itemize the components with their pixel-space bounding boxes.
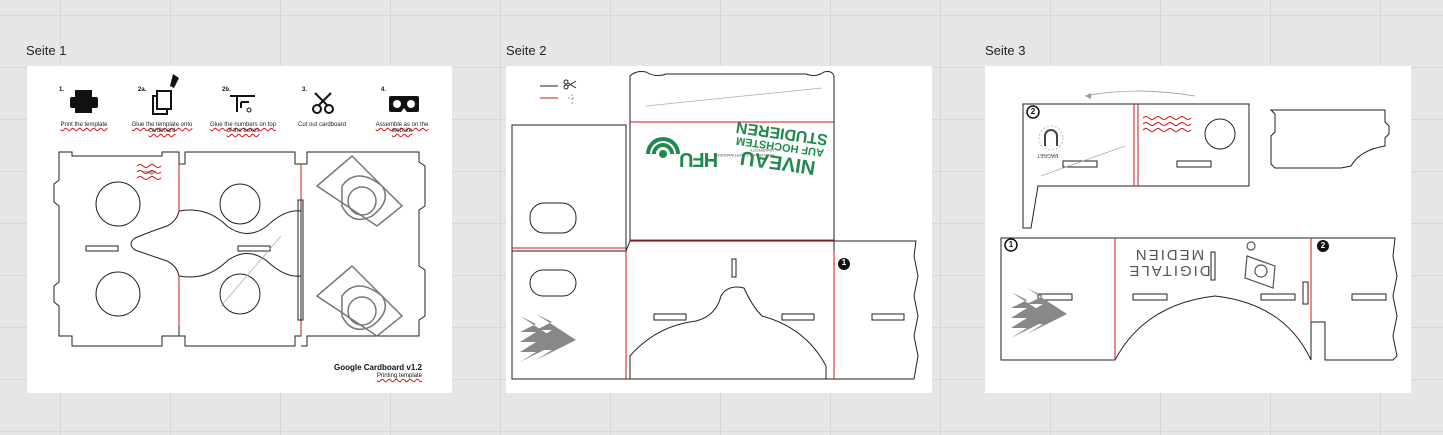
glue-marks [1142, 116, 1192, 132]
glue-template-icon [152, 74, 179, 115]
step-1-label: Print the template [60, 122, 108, 128]
page-3-drawing [1000, 90, 1398, 361]
step-1-number: 1. [59, 87, 65, 93]
step-3-label: Cut out cardboard [297, 122, 347, 128]
hfu-logo-text: HFU [680, 148, 719, 170]
badge-1-number: 1 [1008, 240, 1014, 249]
step-3-number: 3. [302, 87, 308, 93]
step-4-label: Assemble as on the website [375, 122, 429, 134]
page-label-3: Seite 3 [985, 43, 1026, 58]
tree-decoration-icon [520, 314, 576, 362]
fold-lines-red [512, 121, 835, 379]
fold-lines-red [1114, 104, 1312, 360]
badges [1004, 105, 1329, 252]
magnet-label: MAGNET [1037, 152, 1059, 158]
tree-decoration-icon [1011, 288, 1067, 338]
cut-fold-legend [540, 79, 577, 104]
badge-2-number: 2 [1030, 107, 1036, 116]
badge-1 [838, 258, 850, 270]
page-1-thumbnail[interactable]: 1. 2a. 2b. 3. 4. [27, 66, 452, 393]
step-4-number: 4. [381, 87, 387, 93]
page-3-thumbnail[interactable]: 2 1 2 MAGNET DIGITALE MEDIEN [985, 66, 1411, 393]
step-2a-number: 2a. [138, 87, 147, 93]
page-label-2: Seite 2 [506, 43, 547, 58]
template-title: Google Cardboard v1.2 [333, 363, 422, 372]
badge-2b-number: 2 [1320, 241, 1326, 250]
page-2-thumbnail[interactable]: HFU HOCHSCHULE FURTWANGEN UNIVERSITY NIV… [506, 66, 932, 393]
cardboard-outline [511, 71, 919, 380]
template-subtitle: Printing template [376, 373, 422, 379]
cardboard-outline [53, 151, 426, 347]
vr-sticker-icon [1244, 241, 1276, 289]
step-2b-label: Glue the numbers on top of the boxes [209, 122, 277, 134]
scissors-icon [563, 79, 577, 90]
banner-line-1: DIGITALE [1127, 262, 1211, 279]
scissors-icon [312, 92, 334, 114]
magnet-icon [1044, 129, 1058, 146]
glue-numbers-icon [230, 95, 255, 113]
page-1-drawing [53, 74, 426, 347]
hfu-logo-icon [646, 137, 680, 158]
digitale-medien-banner: DIGITALE MEDIEN [1125, 246, 1213, 279]
glue-marks [136, 164, 162, 180]
printer-icon [70, 90, 98, 113]
step-2a-label: Glue the template onto cardboard [131, 122, 193, 134]
badge-1-number: 1 [841, 258, 847, 267]
page-2-drawing [511, 71, 919, 380]
vr-headset-icon [389, 96, 419, 112]
lens-holder-drawing [315, 154, 404, 337]
step-2b-number: 2b. [222, 87, 231, 93]
fold-lines-red [142, 164, 302, 336]
cardboard-outline [1000, 103, 1398, 361]
banner-line-2: MEDIEN [1133, 246, 1205, 263]
page-label-1: Seite 1 [26, 43, 67, 58]
